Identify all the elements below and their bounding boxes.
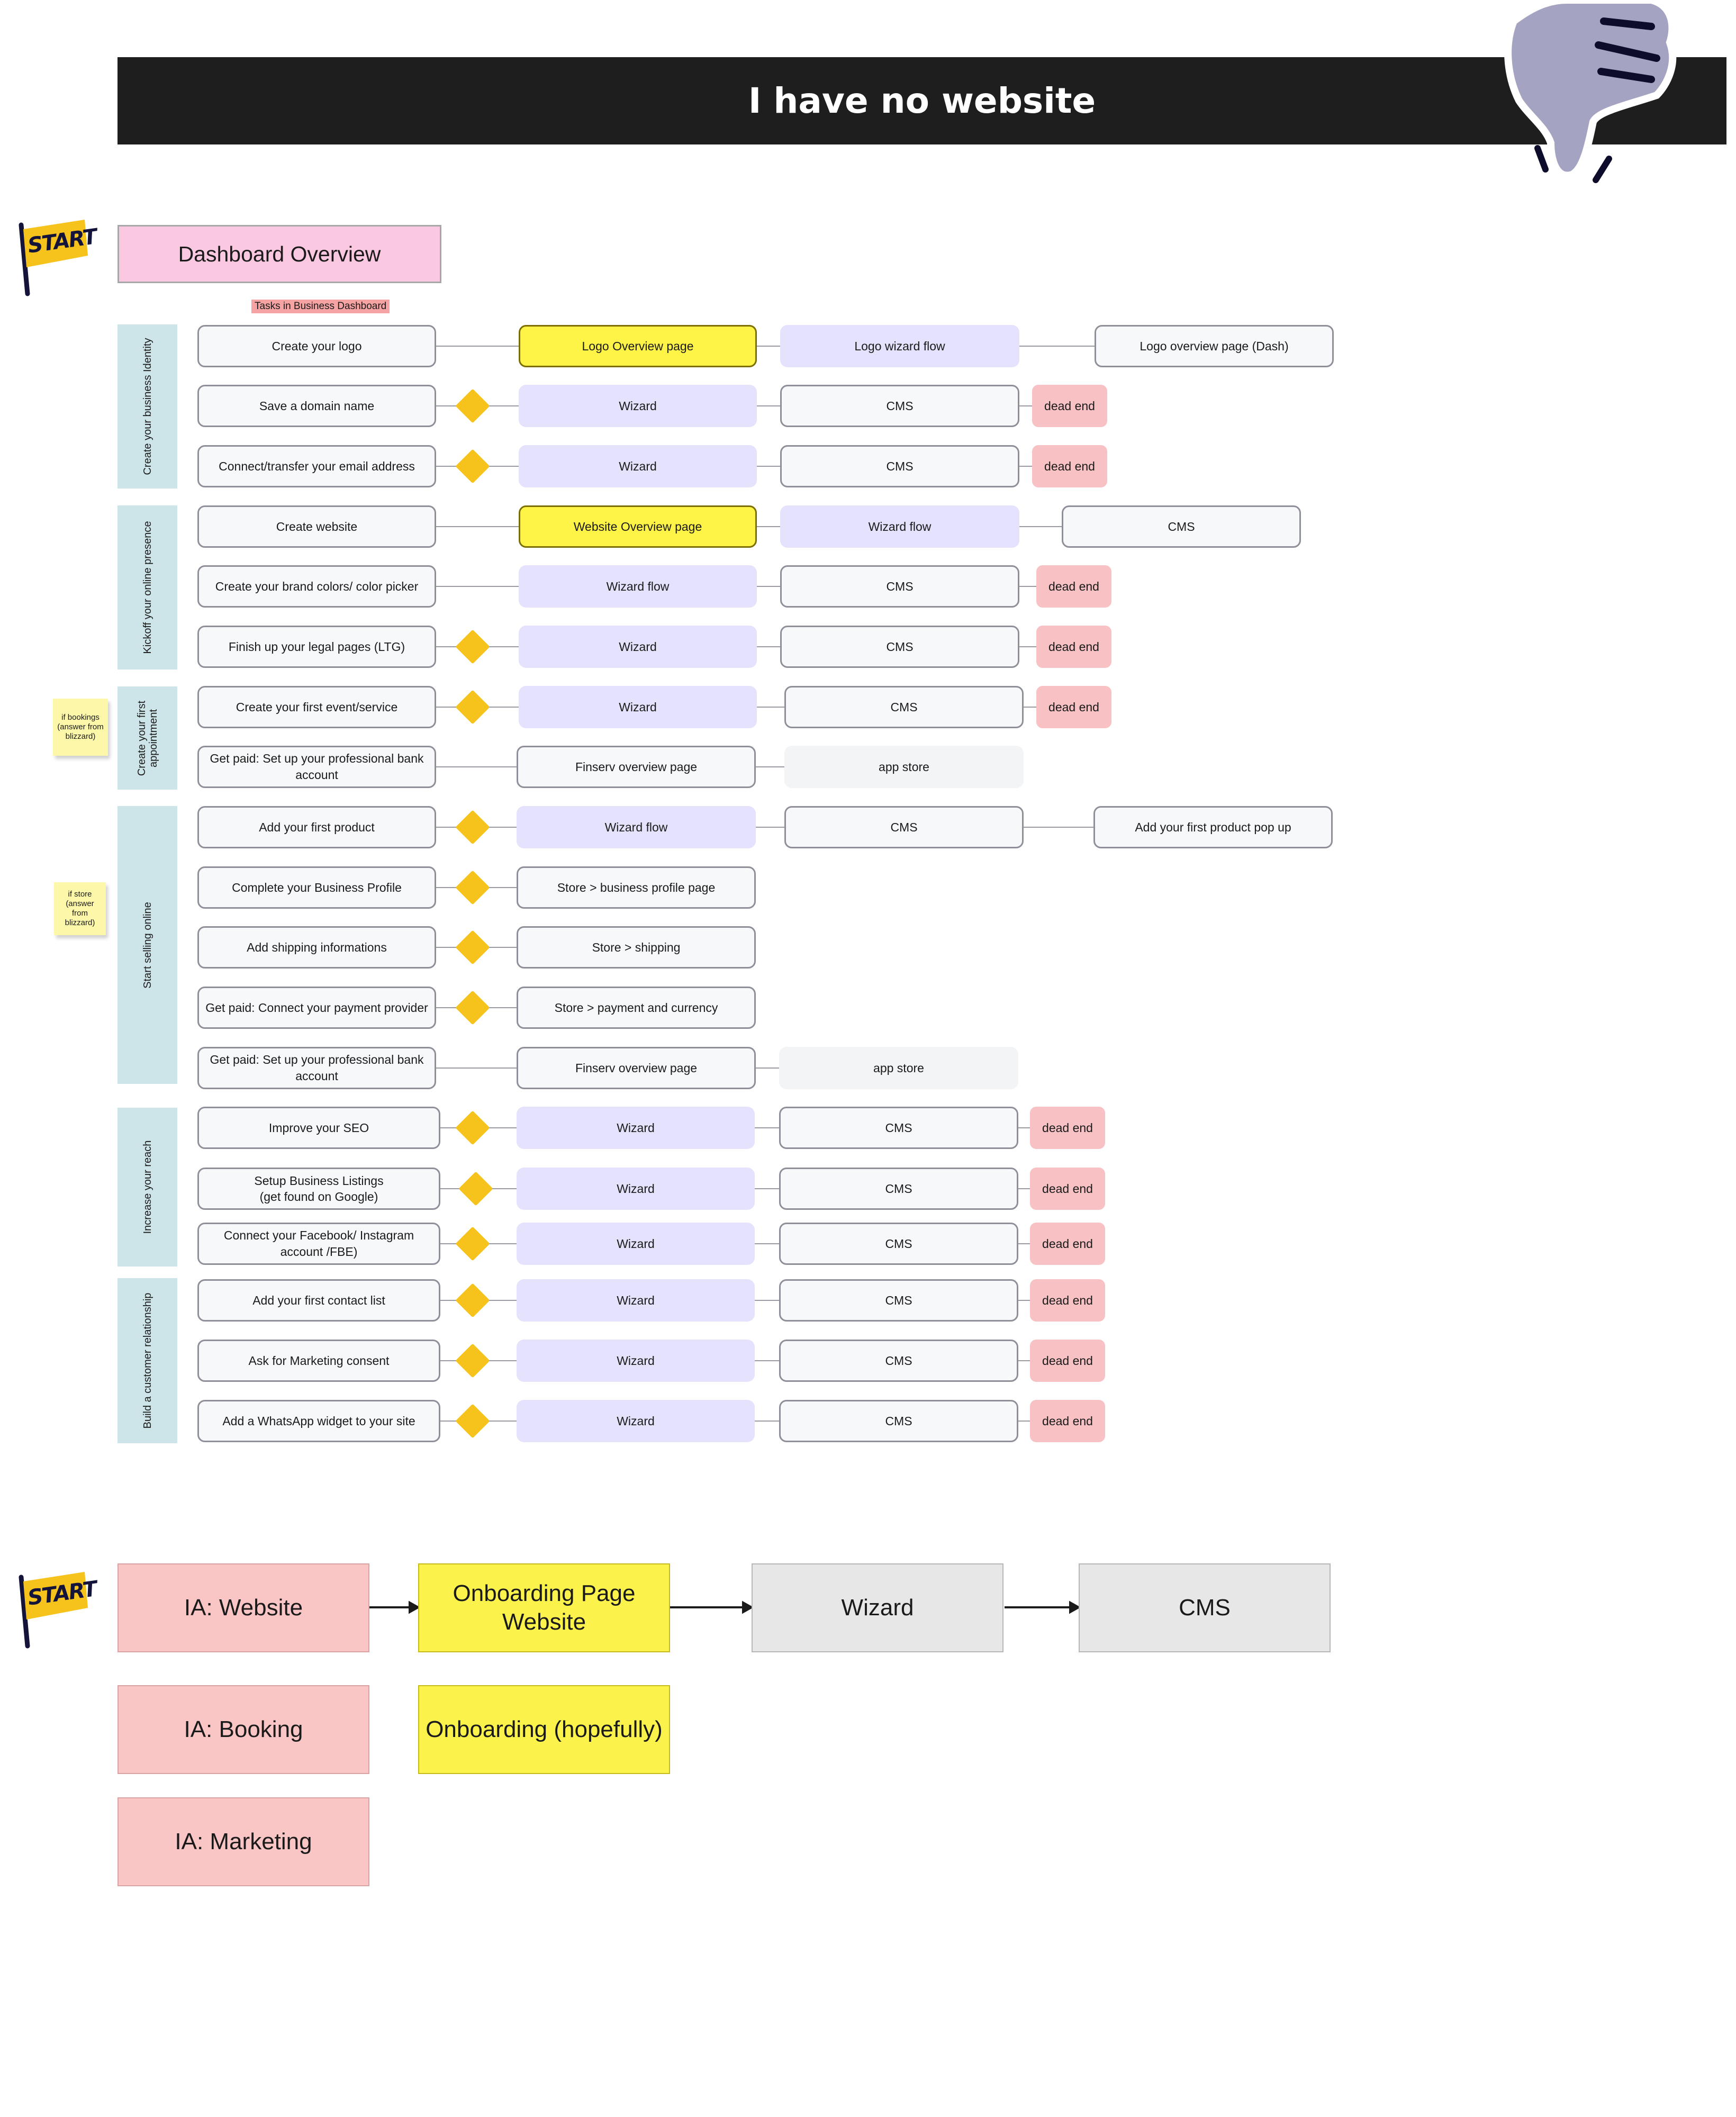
consent-cms[interactable]: CMS <box>779 1340 1018 1382</box>
wizard-box[interactable]: Wizard <box>752 1563 1003 1652</box>
legal-dead-end: dead end <box>1036 626 1111 668</box>
facebook-wizard[interactable]: Wizard <box>517 1223 755 1265</box>
task-bank-account-store[interactable]: Get paid: Set up your professional bank … <box>197 1047 436 1089</box>
header-bar: I have no website <box>117 57 1726 144</box>
facebook-dead-end: dead end <box>1030 1223 1105 1265</box>
lane-selling-online: Start selling online <box>117 806 177 1084</box>
task-brand-colors[interactable]: Create your brand colors/ color picker <box>197 565 436 608</box>
product-wizard-flow[interactable]: Wizard flow <box>517 806 756 848</box>
lane-customer-relationship: Build a customer relationship <box>117 1278 177 1443</box>
task-bank-account[interactable]: Get paid: Set up your professional bank … <box>197 746 436 788</box>
lane-business-identity: Create your business Identity <box>117 324 177 488</box>
task-business-profile[interactable]: Complete your Business Profile <box>197 866 436 909</box>
email-wizard[interactable]: Wizard <box>519 445 757 487</box>
facebook-cms[interactable]: CMS <box>779 1223 1018 1265</box>
finserv-overview-page[interactable]: Finserv overview page <box>517 746 756 788</box>
legal-wizard[interactable]: Wizard <box>519 626 757 668</box>
task-create-website[interactable]: Create website <box>197 505 436 548</box>
website-wizard-flow[interactable]: Wizard flow <box>780 505 1019 548</box>
product-cms[interactable]: CMS <box>784 806 1024 848</box>
lane-first-appointment: Create your first appointment <box>117 686 177 790</box>
logo-overview-dash[interactable]: Logo overview page (Dash) <box>1095 325 1334 367</box>
consent-wizard[interactable]: Wizard <box>517 1340 755 1382</box>
task-first-product[interactable]: Add your first product <box>197 806 436 848</box>
store-payment-currency[interactable]: Store > payment and currency <box>517 987 756 1029</box>
task-create-logo[interactable]: Create your logo <box>197 325 436 367</box>
ia-website-box[interactable]: IA: Website <box>117 1563 369 1652</box>
website-overview-page[interactable]: Website Overview page <box>519 505 757 548</box>
task-legal-pages[interactable]: Finish up your legal pages (LTG) <box>197 626 436 668</box>
domain-cms[interactable]: CMS <box>780 385 1019 427</box>
task-contact-list[interactable]: Add your first contact list <box>197 1279 440 1322</box>
ia-marketing-box[interactable]: IA: Marketing <box>117 1797 369 1886</box>
sticky-note-store: if store (answer from blizzard) <box>54 882 106 935</box>
whatsapp-cms[interactable]: CMS <box>779 1400 1018 1442</box>
task-whatsapp-widget[interactable]: Add a WhatsApp widget to your site <box>197 1400 440 1442</box>
listings-wizard[interactable]: Wizard <box>517 1168 755 1210</box>
listings-cms[interactable]: CMS <box>779 1168 1018 1210</box>
task-payment-provider[interactable]: Get paid: Connect your payment provider <box>197 987 436 1029</box>
thumbs-down-icon <box>1504 0 1677 183</box>
contact-list-wizard[interactable]: Wizard <box>517 1279 755 1322</box>
dashboard-tag: Tasks in Business Dashboard <box>251 300 390 313</box>
dashboard-overview-title: Dashboard Overview <box>178 241 381 266</box>
onboarding-website-box[interactable]: Onboarding Page Website <box>418 1563 670 1652</box>
seo-cms[interactable]: CMS <box>779 1107 1018 1149</box>
task-facebook-instagram[interactable]: Connect your Facebook/ Instagram account… <box>197 1223 440 1265</box>
legal-cms[interactable]: CMS <box>780 626 1019 668</box>
whatsapp-dead-end: dead end <box>1030 1400 1105 1442</box>
whatsapp-wizard[interactable]: Wizard <box>517 1400 755 1442</box>
start-flag-icon: START <box>11 1567 98 1651</box>
app-store[interactable]: app store <box>784 746 1024 788</box>
finserv-overview-page-store[interactable]: Finserv overview page <box>517 1047 756 1089</box>
task-marketing-consent[interactable]: Ask for Marketing consent <box>197 1340 440 1382</box>
task-connect-email[interactable]: Connect/transfer your email address <box>197 445 436 487</box>
task-first-event[interactable]: Create your first event/service <box>197 686 436 728</box>
brand-colors-dead-end: dead end <box>1036 565 1111 608</box>
brand-colors-cms[interactable]: CMS <box>780 565 1019 608</box>
page-title: I have no website <box>748 80 1096 121</box>
logo-wizard-flow[interactable]: Logo wizard flow <box>780 325 1019 367</box>
brand-colors-wizard-flow[interactable]: Wizard flow <box>519 565 757 608</box>
task-save-domain[interactable]: Save a domain name <box>197 385 436 427</box>
consent-dead-end: dead end <box>1030 1340 1105 1382</box>
app-store-store[interactable]: app store <box>779 1047 1018 1089</box>
event-cms[interactable]: CMS <box>784 686 1024 728</box>
lane-online-presence: Kickoff your online presence <box>117 505 177 670</box>
event-wizard[interactable]: Wizard <box>519 686 757 728</box>
email-dead-end: dead end <box>1032 445 1107 487</box>
task-shipping[interactable]: Add shipping informations <box>197 926 436 969</box>
website-cms[interactable]: CMS <box>1062 505 1301 548</box>
domain-wizard[interactable]: Wizard <box>519 385 757 427</box>
first-product-popup[interactable]: Add your first product pop up <box>1093 806 1333 848</box>
onboarding-hopefully-box[interactable]: Onboarding (hopefully) <box>418 1685 670 1774</box>
contact-list-dead-end: dead end <box>1030 1279 1105 1322</box>
store-shipping[interactable]: Store > shipping <box>517 926 756 969</box>
logo-overview-page[interactable]: Logo Overview page <box>519 325 757 367</box>
contact-list-cms[interactable]: CMS <box>779 1279 1018 1322</box>
seo-wizard[interactable]: Wizard <box>517 1107 755 1149</box>
lane-increase-reach: Increase your reach <box>117 1108 177 1266</box>
task-business-listings[interactable]: Setup Business Listings (get found on Go… <box>197 1168 440 1210</box>
domain-dead-end: dead end <box>1032 385 1107 427</box>
store-business-profile-page[interactable]: Store > business profile page <box>517 866 756 909</box>
cms-box[interactable]: CMS <box>1079 1563 1331 1652</box>
task-seo[interactable]: Improve your SEO <box>197 1107 440 1149</box>
ia-booking-box[interactable]: IA: Booking <box>117 1685 369 1774</box>
listings-dead-end: dead end <box>1030 1168 1105 1210</box>
event-dead-end: dead end <box>1036 686 1111 728</box>
seo-dead-end: dead end <box>1030 1107 1105 1149</box>
dashboard-overview-box[interactable]: Dashboard Overview <box>117 225 441 283</box>
start-flag-icon: START <box>11 214 98 299</box>
sticky-note-bookings: if bookings (answer from blizzard) <box>53 699 108 756</box>
email-cms[interactable]: CMS <box>780 445 1019 487</box>
